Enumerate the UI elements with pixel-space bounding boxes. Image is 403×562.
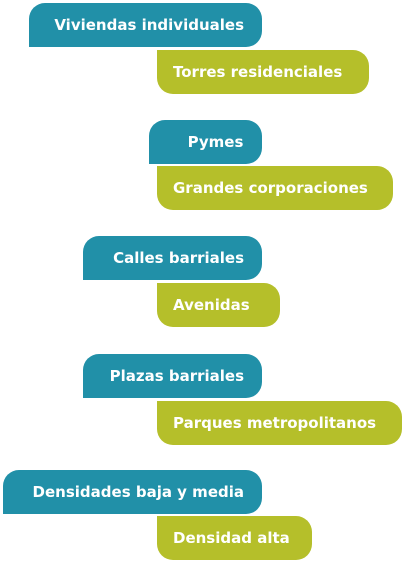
pill-densidad-alta: Densidad alta [157,516,312,560]
pill-torres-residenciales: Torres residenciales [157,50,369,94]
pill-viviendas-individuales: Viviendas individuales [29,3,262,47]
pill-plazas-barriales: Plazas barriales [83,354,262,398]
pill-densidades-baja-media: Densidades baja y media [3,470,262,514]
pill-calles-barriales: Calles barriales [83,236,262,280]
pill-pymes: Pymes [149,120,262,164]
pill-avenidas: Avenidas [157,283,280,327]
pill-parques-metropolitanos: Parques metropolitanos [157,401,402,445]
pill-grandes-corporaciones: Grandes corporaciones [157,166,393,210]
